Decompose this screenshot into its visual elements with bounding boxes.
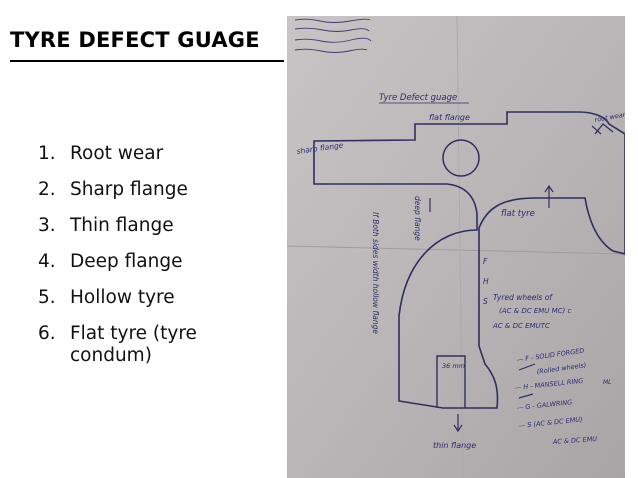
list-label-line1: Flat tyre (tyre: [70, 323, 197, 344]
label-deep-flange: deep flange: [413, 196, 422, 241]
list-item: 2. Sharp flange: [38, 179, 283, 201]
label-tyred-wheels-3: AC & DC EMUTC: [492, 322, 550, 330]
gauge-hole: [442, 139, 480, 177]
marker-f: F: [483, 257, 488, 266]
paper-fold: [287, 245, 625, 255]
label-thin-flange: thin flange: [433, 441, 476, 450]
list-number: 6.: [38, 323, 56, 344]
list-item: 3. Thin flange: [38, 215, 283, 237]
corner-note: ML: [603, 379, 612, 386]
title-underline: [10, 60, 284, 62]
label-dimension: 36 mm: [442, 362, 465, 370]
legend-ac-dc: AC & DC EMU: [552, 435, 598, 446]
marker-h: H: [483, 277, 489, 286]
label-hollow-flange: If Both sides width hollow flange: [371, 212, 380, 334]
list-label-line2: condum): [70, 345, 152, 366]
annotation-arrows: [429, 125, 602, 433]
list-label: Root wear: [70, 143, 164, 164]
gauge-outline: [313, 111, 625, 409]
list-item: 1. Root wear: [38, 143, 283, 165]
list-label: Hollow tyre: [70, 287, 175, 308]
list-item: 4. Deep flange: [38, 251, 283, 273]
top-scribbles: [294, 18, 372, 53]
sketch-heading: Tyre Defect guage: [379, 93, 457, 103]
label-flat-tyre: flat tyre: [501, 209, 535, 219]
gauge-sketch-photo: Tyre Defect guage flat flange sharp flan…: [287, 16, 625, 478]
list-item: 6. Flat tyre (tyre condum): [38, 323, 283, 367]
slide-title: TYRE DEFECT GUAGE: [10, 28, 260, 52]
list-item: 5. Hollow tyre: [38, 287, 283, 309]
defect-list: 1. Root wear 2. Sharp flange 3. Thin fla…: [38, 143, 283, 367]
label-tyred-wheels: Tyred wheels of: [493, 293, 553, 302]
list-number: 1.: [38, 143, 56, 164]
list-label: Deep flange: [70, 251, 183, 272]
label-tyred-wheels-2: (AC & DC EMU MC) c: [499, 307, 572, 315]
gauge-sketch: Tyre Defect guage flat flange sharp flan…: [287, 16, 625, 478]
label-flat-flange: flat flange: [429, 113, 470, 122]
marker-s: S: [483, 297, 488, 306]
list-number: 5.: [38, 287, 56, 308]
list-number: 3.: [38, 215, 56, 236]
list-number: 2.: [38, 179, 56, 200]
dimension-slot: [436, 355, 466, 408]
list-label: Sharp flange: [70, 179, 188, 200]
list-label: Flat tyre (tyre condum): [70, 323, 283, 367]
list-number: 4.: [38, 251, 56, 272]
list-label: Thin flange: [70, 215, 174, 236]
paper-fold: [456, 16, 464, 478]
